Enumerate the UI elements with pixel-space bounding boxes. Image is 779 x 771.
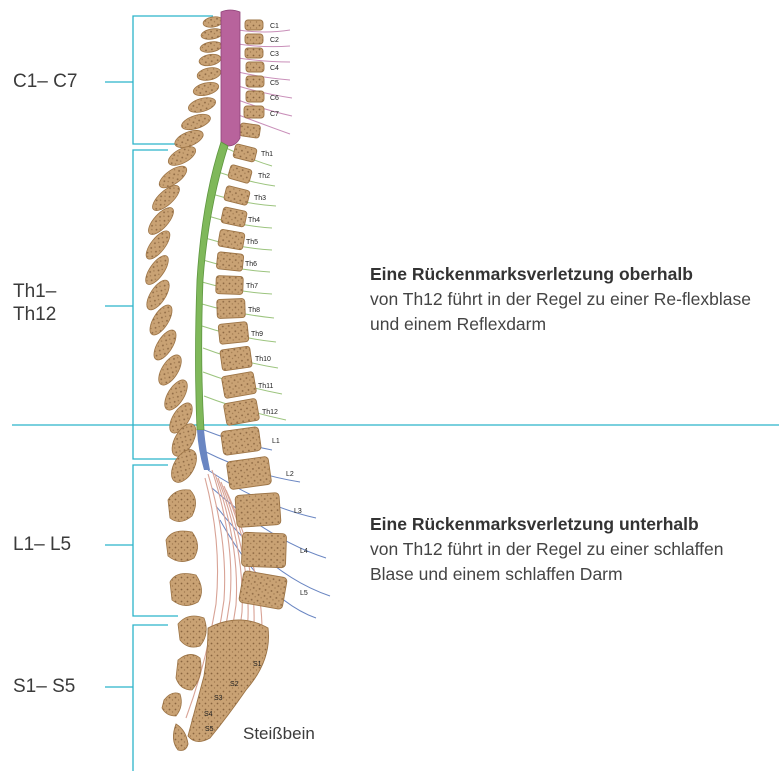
- vlabel-l5: L5: [300, 590, 308, 597]
- vlabel-l2: L2: [286, 471, 294, 478]
- vlabel-th4: Th4: [248, 217, 260, 224]
- note-below-text: von Th12 führt in der Regel zu einer sch…: [370, 539, 723, 584]
- vlabel-l4: L4: [300, 548, 308, 555]
- vlabel-c1: C1: [270, 23, 279, 30]
- vlabel-th6: Th6: [245, 261, 257, 268]
- vlabel-th7: Th7: [246, 283, 258, 290]
- vlabel-th12: Th12: [262, 409, 278, 416]
- vlabel-th3: Th3: [254, 195, 266, 202]
- vlabel-c2: C2: [270, 37, 279, 44]
- note-below-th12: Eine Rückenmarksverletzung unterhalb von…: [370, 512, 770, 587]
- vlabel-l1: L1: [272, 438, 280, 445]
- vlabel-th9: Th9: [251, 331, 263, 338]
- vlabel-s1: S1: [253, 661, 262, 668]
- region-label-lumbar: L1– L5: [13, 532, 71, 558]
- vlabel-th1: Th1: [261, 151, 273, 158]
- vlabel-th10: Th10: [255, 356, 271, 363]
- vlabel-c6: C6: [270, 95, 279, 102]
- posterior-processes: [142, 15, 224, 716]
- region-label-sacral: S1– S5: [13, 674, 75, 700]
- vlabel-c3: C3: [270, 51, 279, 58]
- vlabel-th5: Th5: [246, 239, 258, 246]
- vlabel-c7: C7: [270, 111, 279, 118]
- vlabel-s2: S2: [230, 681, 239, 688]
- note-above-th12: Eine Rückenmarksverletzung oberhalb von …: [370, 262, 770, 337]
- vlabel-th8: Th8: [248, 307, 260, 314]
- vlabel-th11: Th11: [258, 383, 274, 390]
- conus: [197, 430, 210, 470]
- region-label-cervical: C1– C7: [13, 69, 77, 95]
- cord-cervical: [221, 10, 240, 146]
- coccyx-bone: [173, 724, 188, 750]
- vlabel-c4: C4: [270, 65, 279, 72]
- note-above-heading: Eine Rückenmarksverletzung oberhalb: [370, 264, 693, 284]
- vlabel-s3: S3: [214, 695, 223, 702]
- vlabel-th2: Th2: [258, 173, 270, 180]
- vlabel-s5: S5: [205, 726, 214, 733]
- region-label-thoracic-line2: Th12: [13, 302, 56, 328]
- coccyx-label: Steißbein: [243, 724, 315, 744]
- vlabel-c5: C5: [270, 80, 279, 87]
- note-above-text: von Th12 führt in der Regel zu einer Re-…: [370, 289, 751, 334]
- note-below-heading: Eine Rückenmarksverletzung unterhalb: [370, 514, 699, 534]
- vlabel-l3: L3: [294, 508, 302, 515]
- vlabel-s4: S4: [204, 711, 213, 718]
